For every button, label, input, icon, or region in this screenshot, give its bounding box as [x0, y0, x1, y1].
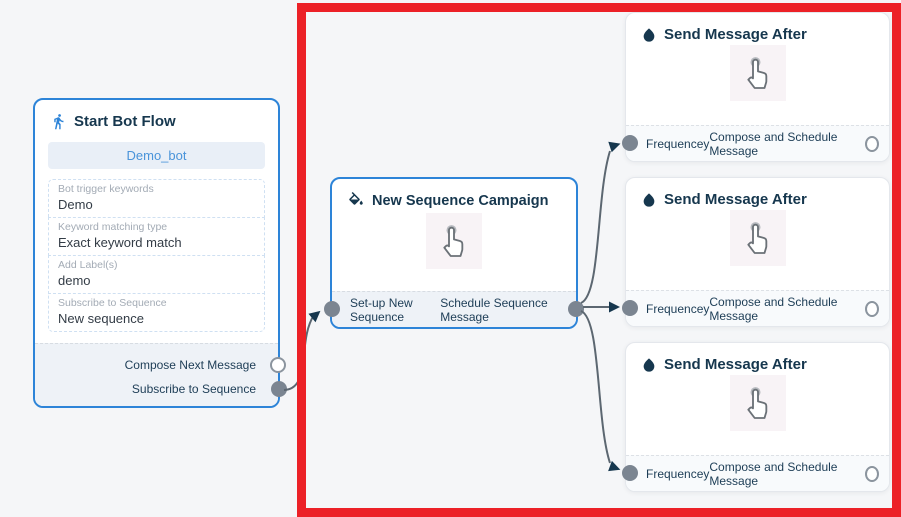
bot-name-button[interactable]: Demo_bot	[48, 142, 265, 169]
message-node-outputs: Frequencey Compose and Schedule Message	[626, 290, 889, 326]
output-compose-next-message: Compose Next Message	[124, 358, 256, 372]
campaign-title-text: New Sequence Campaign	[372, 193, 549, 209]
arrowhead-msg2-in	[609, 301, 620, 313]
output-frequencey: Frequencey	[646, 466, 710, 481]
tap-cursor-placeholder[interactable]	[426, 213, 482, 269]
tap-cursor-placeholder[interactable]	[729, 45, 786, 101]
field-bot-trigger-keywords[interactable]: Bot trigger keywords Demo	[48, 179, 265, 218]
compose-and-schedule-port[interactable]	[865, 465, 879, 482]
start-bot-flow-node[interactable]: Start Bot Flow Demo_bot Bot trigger keyw…	[33, 98, 287, 408]
output-schedule-sequence-message: Schedule Sequence Message	[440, 295, 548, 324]
tap-cursor-icon	[746, 387, 767, 419]
water-drop-icon	[643, 27, 655, 42]
send-message-after-node-2[interactable]: Send Message After Frequencey Compose an…	[622, 177, 890, 327]
output-compose-and-schedule: Compose and Schedule Message	[709, 129, 838, 158]
water-drop-icon	[643, 192, 655, 207]
tap-cursor-icon	[746, 222, 767, 254]
paint-bucket-icon	[349, 192, 363, 205]
frequencey-port[interactable]	[622, 465, 638, 481]
send-message-after-node-1[interactable]: Send Message After Frequencey Compose an…	[622, 12, 890, 162]
start-node-title-text: Start Bot Flow	[74, 113, 176, 130]
wire-start-to-campaign	[283, 314, 315, 391]
field-label: Bot trigger keywords	[58, 183, 154, 195]
output-frequencey: Frequencey	[646, 301, 710, 316]
subscribe-to-sequence-port[interactable]	[271, 381, 287, 397]
compose-and-schedule-port[interactable]	[865, 300, 879, 317]
send-message-after-node-3[interactable]: Send Message After Frequencey Compose an…	[622, 342, 890, 492]
field-value: New sequence	[58, 311, 144, 326]
schedule-sequence-message-port[interactable]	[568, 301, 584, 317]
field-label: Keyword matching type	[58, 221, 168, 233]
field-subscribe-to-sequence[interactable]: Subscribe to Sequence New sequence	[48, 293, 265, 332]
message-title-text: Send Message After	[664, 356, 807, 373]
tap-cursor-placeholder[interactable]	[729, 210, 786, 266]
new-sequence-campaign-node[interactable]: New Sequence Campaign Set-up New Sequenc…	[324, 177, 584, 329]
message-title-text: Send Message After	[664, 26, 807, 43]
wire-campaign-to-msg1	[580, 150, 611, 304]
field-value: demo	[58, 273, 91, 288]
output-setup-new-sequence: Set-up New Sequence	[350, 295, 413, 324]
compose-next-message-port[interactable]	[270, 357, 286, 373]
output-compose-and-schedule: Compose and Schedule Message	[709, 294, 838, 323]
setup-new-sequence-port[interactable]	[324, 301, 340, 317]
field-keyword-matching-type[interactable]: Keyword matching type Exact keyword matc…	[48, 217, 265, 256]
field-label: Subscribe to Sequence	[58, 297, 167, 309]
start-node-outputs: Compose Next Message Subscribe to Sequen…	[35, 343, 278, 406]
compose-and-schedule-port[interactable]	[865, 135, 879, 152]
frequencey-port[interactable]	[622, 135, 638, 151]
output-subscribe-to-sequence: Subscribe to Sequence	[131, 382, 256, 396]
message-title-text: Send Message After	[664, 191, 807, 208]
tap-cursor-icon	[443, 225, 464, 257]
wire-campaign-to-msg3	[580, 310, 611, 464]
walking-person-icon	[54, 114, 64, 130]
output-frequencey: Frequencey	[646, 136, 710, 151]
message-node-outputs: Frequencey Compose and Schedule Message	[626, 455, 889, 491]
output-compose-and-schedule: Compose and Schedule Message	[709, 459, 838, 488]
field-value: Demo	[58, 197, 93, 212]
campaign-title: New Sequence Campaign	[332, 179, 576, 210]
frequencey-port[interactable]	[622, 300, 638, 316]
field-label: Add Label(s)	[58, 259, 118, 271]
campaign-outputs: Set-up New Sequence Schedule Sequence Me…	[332, 291, 576, 327]
water-drop-icon	[643, 357, 655, 372]
field-value: Exact keyword match	[58, 235, 182, 250]
arrowhead-msg3-in	[608, 460, 621, 472]
message-node-title: Send Message After	[626, 178, 889, 208]
tap-cursor-placeholder[interactable]	[729, 375, 786, 431]
arrowhead-msg1-in	[608, 141, 621, 153]
tap-cursor-icon	[746, 57, 767, 89]
start-node-fields: Bot trigger keywords Demo Keyword matchi…	[48, 179, 265, 332]
field-add-labels[interactable]: Add Label(s) demo	[48, 255, 265, 294]
message-node-outputs: Frequencey Compose and Schedule Message	[626, 125, 889, 161]
message-node-title: Send Message After	[626, 343, 889, 373]
start-bot-flow-title: Start Bot Flow	[35, 100, 278, 130]
arrowhead-campaign-in	[308, 310, 321, 323]
message-node-title: Send Message After	[626, 13, 889, 43]
